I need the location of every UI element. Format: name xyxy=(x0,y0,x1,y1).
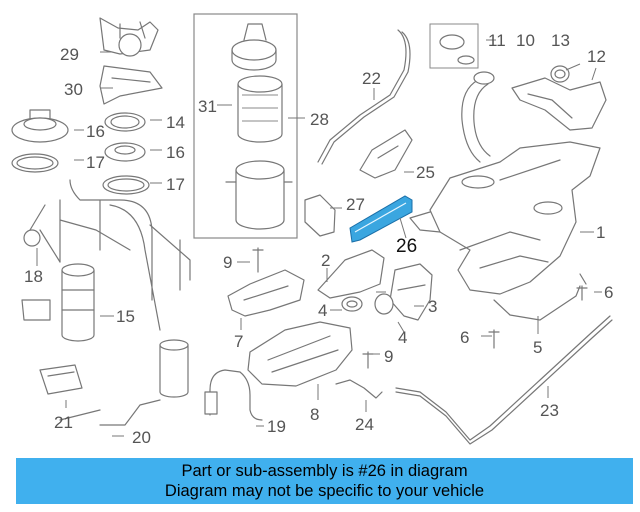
pump-15-part xyxy=(61,263,95,342)
callout-16a: 16 xyxy=(86,122,105,141)
pump-20-part xyxy=(59,339,189,426)
callout-31: 31 xyxy=(198,97,217,116)
grommet-4b-part xyxy=(374,293,394,315)
shield-25-part xyxy=(359,129,413,179)
cover-12-part xyxy=(511,77,607,131)
callout-10: 10 xyxy=(516,31,535,50)
bracket-30-part xyxy=(99,65,163,105)
filler-neck-part xyxy=(461,71,495,163)
callout-24: 24 xyxy=(355,415,374,434)
callout-6a: 6 xyxy=(460,328,469,347)
highlight-shape xyxy=(349,195,413,243)
pump-flange-16-part xyxy=(11,109,69,143)
callout-13: 13 xyxy=(551,31,570,50)
callout-14: 14 xyxy=(166,113,185,132)
seal-17b-part xyxy=(102,175,150,195)
bolts-part xyxy=(252,247,588,369)
shield-7-part xyxy=(227,269,305,317)
banner-line-1: Part or sub-assembly is #26 in diagram xyxy=(181,462,468,480)
leader-lines xyxy=(36,39,602,437)
callout-3: 3 xyxy=(428,297,437,316)
callout-19: 19 xyxy=(267,417,286,436)
callout-20: 20 xyxy=(132,428,151,447)
callout-11: 11 xyxy=(488,31,506,50)
banner-line-2: Diagram may not be specific to your vehi… xyxy=(164,482,485,500)
callout-4b: 4 xyxy=(398,328,407,347)
lock-ring-14-part xyxy=(104,112,146,132)
sensor-19-part xyxy=(204,369,263,421)
callout-29: 29 xyxy=(60,45,79,64)
callout-4a: 4 xyxy=(318,301,327,320)
fuel-tank-1-part xyxy=(409,141,601,295)
ring-16b-part xyxy=(104,142,146,162)
bracket-2-part xyxy=(317,249,385,299)
filter-element-31-part xyxy=(237,75,283,143)
cap-13-part xyxy=(550,65,570,83)
pipe-5-part xyxy=(493,285,581,321)
sender-21-part xyxy=(39,364,83,395)
callout-15: 15 xyxy=(116,307,135,326)
callout-5: 5 xyxy=(533,338,542,357)
bracket-26-highlighted-part xyxy=(349,195,413,243)
bracket-6-part xyxy=(579,273,587,285)
grommet-4a-part xyxy=(341,296,363,312)
bracket-29-part xyxy=(99,17,159,57)
bracket-27-part xyxy=(304,194,336,237)
callout-25: 25 xyxy=(416,163,435,182)
callout-27: 27 xyxy=(346,195,365,214)
pipe-23-part xyxy=(395,315,613,445)
filter-group-box xyxy=(193,13,298,239)
callout-17a: 17 xyxy=(86,153,105,172)
heat-shield-3-part xyxy=(389,263,433,321)
callout-16b: 16 xyxy=(166,143,185,162)
pipe-24-part xyxy=(335,379,383,399)
callout-22: 22 xyxy=(362,69,381,88)
group-10-box xyxy=(429,23,479,69)
seal-17a-part xyxy=(11,153,59,173)
callout-8: 8 xyxy=(310,405,319,424)
info-banner: Part or sub-assembly is #26 in diagram D… xyxy=(16,458,633,504)
cap-11-part xyxy=(429,23,479,69)
callout-6b: 6 xyxy=(604,283,613,302)
callout-30: 30 xyxy=(64,80,83,99)
callout-1: 1 xyxy=(596,223,605,242)
pump-lines-part xyxy=(21,179,191,331)
callout-2: 2 xyxy=(321,251,330,270)
callout-18: 18 xyxy=(24,267,43,286)
callout-28: 28 xyxy=(310,110,329,129)
callout-26: 26 xyxy=(396,236,417,257)
pipe-22-part xyxy=(317,29,411,165)
parts-diagram: 29 30 16 17 14 16 17 31 28 18 15 9 7 2 3… xyxy=(11,13,613,447)
callout-9a: 9 xyxy=(223,253,232,272)
callout-12: 12 xyxy=(587,47,606,66)
callout-23: 23 xyxy=(540,401,559,420)
callout-21: 21 xyxy=(54,413,73,432)
callout-7: 7 xyxy=(234,332,243,351)
filter-cap-part xyxy=(231,23,277,71)
filter-housing-part xyxy=(225,160,293,230)
shield-8-part xyxy=(247,321,353,387)
callout-9b: 9 xyxy=(384,347,393,366)
callout-17b: 17 xyxy=(166,175,185,194)
